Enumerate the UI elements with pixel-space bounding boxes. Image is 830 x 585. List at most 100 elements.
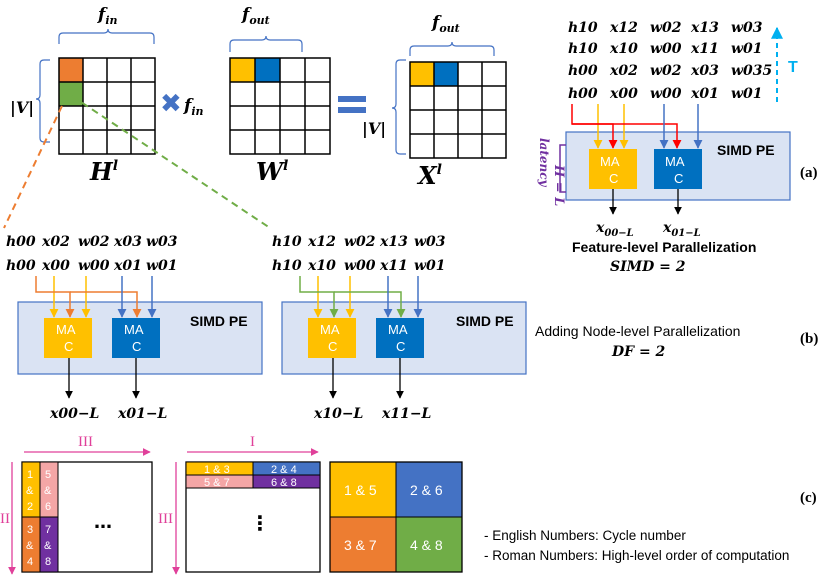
matrix-h: Hl — [58, 57, 156, 186]
brace-v-right — [391, 59, 406, 155]
svg-text:1 & 5: 1 & 5 — [344, 482, 377, 498]
b-term: x03 — [113, 234, 142, 250]
c-roman-ii-left: II — [0, 511, 10, 527]
b-term: w00 — [344, 258, 376, 274]
svg-text:5 & 7: 5 & 7 — [204, 477, 230, 489]
b-term: w02 — [344, 234, 376, 250]
a-row-1: h10 x10 w00 x11 w01 — [568, 41, 763, 57]
a-term: w02 — [650, 20, 682, 36]
brace-f-out-x — [409, 41, 495, 56]
a-term: x12 — [609, 20, 638, 36]
b-term: x11 — [379, 258, 408, 274]
h-cell-orange — [59, 58, 83, 82]
b-term: w00 — [78, 258, 110, 274]
b-left-mac-yellow — [44, 318, 92, 358]
c-mid-ellipsis: ⋮ — [250, 511, 270, 535]
b-left-row-1: h00 x00 w00 x01 w01 — [6, 258, 178, 274]
svg-text:&: & — [44, 540, 52, 552]
b-right-pe-label: SIMD PE — [456, 313, 514, 329]
a-term: x01 — [690, 86, 719, 102]
v-label-left: |V| — [10, 98, 34, 117]
a-term: w03 — [731, 20, 763, 36]
a-term: x13 — [690, 20, 719, 36]
a-latency-word: latency — [537, 138, 551, 188]
a-latency-bracket — [559, 144, 566, 193]
a-row-0: h10 x12 w02 x13 w03 — [568, 20, 763, 36]
b-left-out-1: x01−L — [117, 406, 168, 422]
svg-text:MA: MA — [320, 322, 340, 337]
c-big-cell-1 — [395, 461, 463, 518]
f-out-label-x: fout — [431, 13, 460, 35]
svg-text:MA: MA — [56, 322, 76, 337]
b-left-row-0: h00 x02 w02 x03 w03 — [6, 234, 178, 250]
a-term: x03 — [690, 63, 719, 79]
b-term: w01 — [146, 258, 178, 274]
multiply-icon: ✖ — [160, 89, 182, 119]
b-left-mac-blue — [112, 318, 160, 358]
a-tag: (a) — [800, 165, 818, 181]
f-out-label-w: fout — [241, 5, 270, 27]
svg-text:1: 1 — [27, 469, 33, 481]
a-out-1: x01−L — [662, 220, 701, 239]
svg-text:1 & 3: 1 & 3 — [204, 464, 230, 476]
b-term: x00 — [41, 258, 70, 274]
w-label: Wl — [256, 157, 288, 186]
b-term: h00 — [6, 234, 36, 250]
a-simd: SIMD = 2 — [610, 259, 686, 275]
b-left-out-0: x00−L — [49, 406, 100, 422]
a-row-2: h00 x02 w02 x03 w035 — [568, 63, 772, 79]
c-tag: (c) — [800, 490, 817, 506]
svg-text:MA: MA — [124, 322, 144, 337]
b-caption: Adding Node-level Parallelization — [535, 323, 740, 339]
a-mac-yellow — [589, 149, 637, 189]
svg-text:7: 7 — [45, 524, 51, 536]
matrix-section: fin |V| Hl ✖ fin fout — [3, 5, 507, 229]
a-term: w00 — [650, 86, 682, 102]
svg-text:3: 3 — [27, 524, 33, 536]
a-term: h10 — [568, 20, 598, 36]
time-label: T — [788, 59, 798, 76]
v-label-right: |V| — [362, 119, 386, 138]
svg-text:4 & 8: 4 & 8 — [410, 537, 443, 553]
w-cell-blue — [255, 58, 280, 82]
svg-text:3 & 7: 3 & 7 — [344, 537, 377, 553]
a-term: x00 — [609, 86, 638, 102]
svg-text:5: 5 — [45, 469, 51, 481]
c-roman-iii-left: III — [158, 511, 173, 527]
svg-text:&: & — [44, 485, 52, 497]
c-col2-bot — [39, 516, 59, 573]
a-row-3: h00 x00 w00 x01 w01 — [568, 86, 763, 102]
a-mac-blue-label: MA — [665, 154, 685, 169]
dash-line-green — [71, 95, 271, 229]
a-mac-blue — [654, 149, 702, 189]
matrix-x: Xl — [409, 61, 507, 190]
svg-text:C: C — [132, 339, 141, 354]
f-in-label: fin — [97, 5, 118, 27]
h-cell-green — [59, 82, 83, 106]
b-term: h10 — [272, 234, 302, 250]
b-term: x01 — [113, 258, 142, 274]
svg-text:C: C — [609, 171, 618, 186]
panel-a: h10 x12 w02 x13 w03 h10 x10 w00 x11 w01 … — [537, 20, 818, 275]
panel-b: h00 x02 w02 x03 w03 h00 x00 w00 x01 w01 … — [6, 234, 818, 422]
a-term: w00 — [650, 41, 682, 57]
svg-text:C: C — [328, 339, 337, 354]
b-term: w03 — [414, 234, 446, 250]
w-cell-yellow — [230, 58, 255, 82]
brace-v-left — [35, 59, 50, 143]
dash-line-orange — [3, 105, 63, 229]
b-term: x13 — [379, 234, 408, 250]
b-term: w02 — [78, 234, 110, 250]
b-term: w01 — [414, 258, 446, 274]
brace-f-out-w — [229, 35, 303, 52]
a-term: h00 — [568, 86, 598, 102]
c-row-cell-3 — [252, 474, 321, 489]
a-term: w035 — [731, 63, 772, 79]
a-out-0: x00−L — [595, 220, 634, 239]
b-right-row-0: h10 x12 w02 x13 w03 — [272, 234, 446, 250]
svg-text:&: & — [26, 485, 34, 497]
svg-text:2 & 4: 2 & 4 — [271, 464, 297, 476]
b-term: h00 — [6, 258, 36, 274]
c-legend-roman: - Roman Numbers: High-level order of com… — [484, 548, 789, 563]
